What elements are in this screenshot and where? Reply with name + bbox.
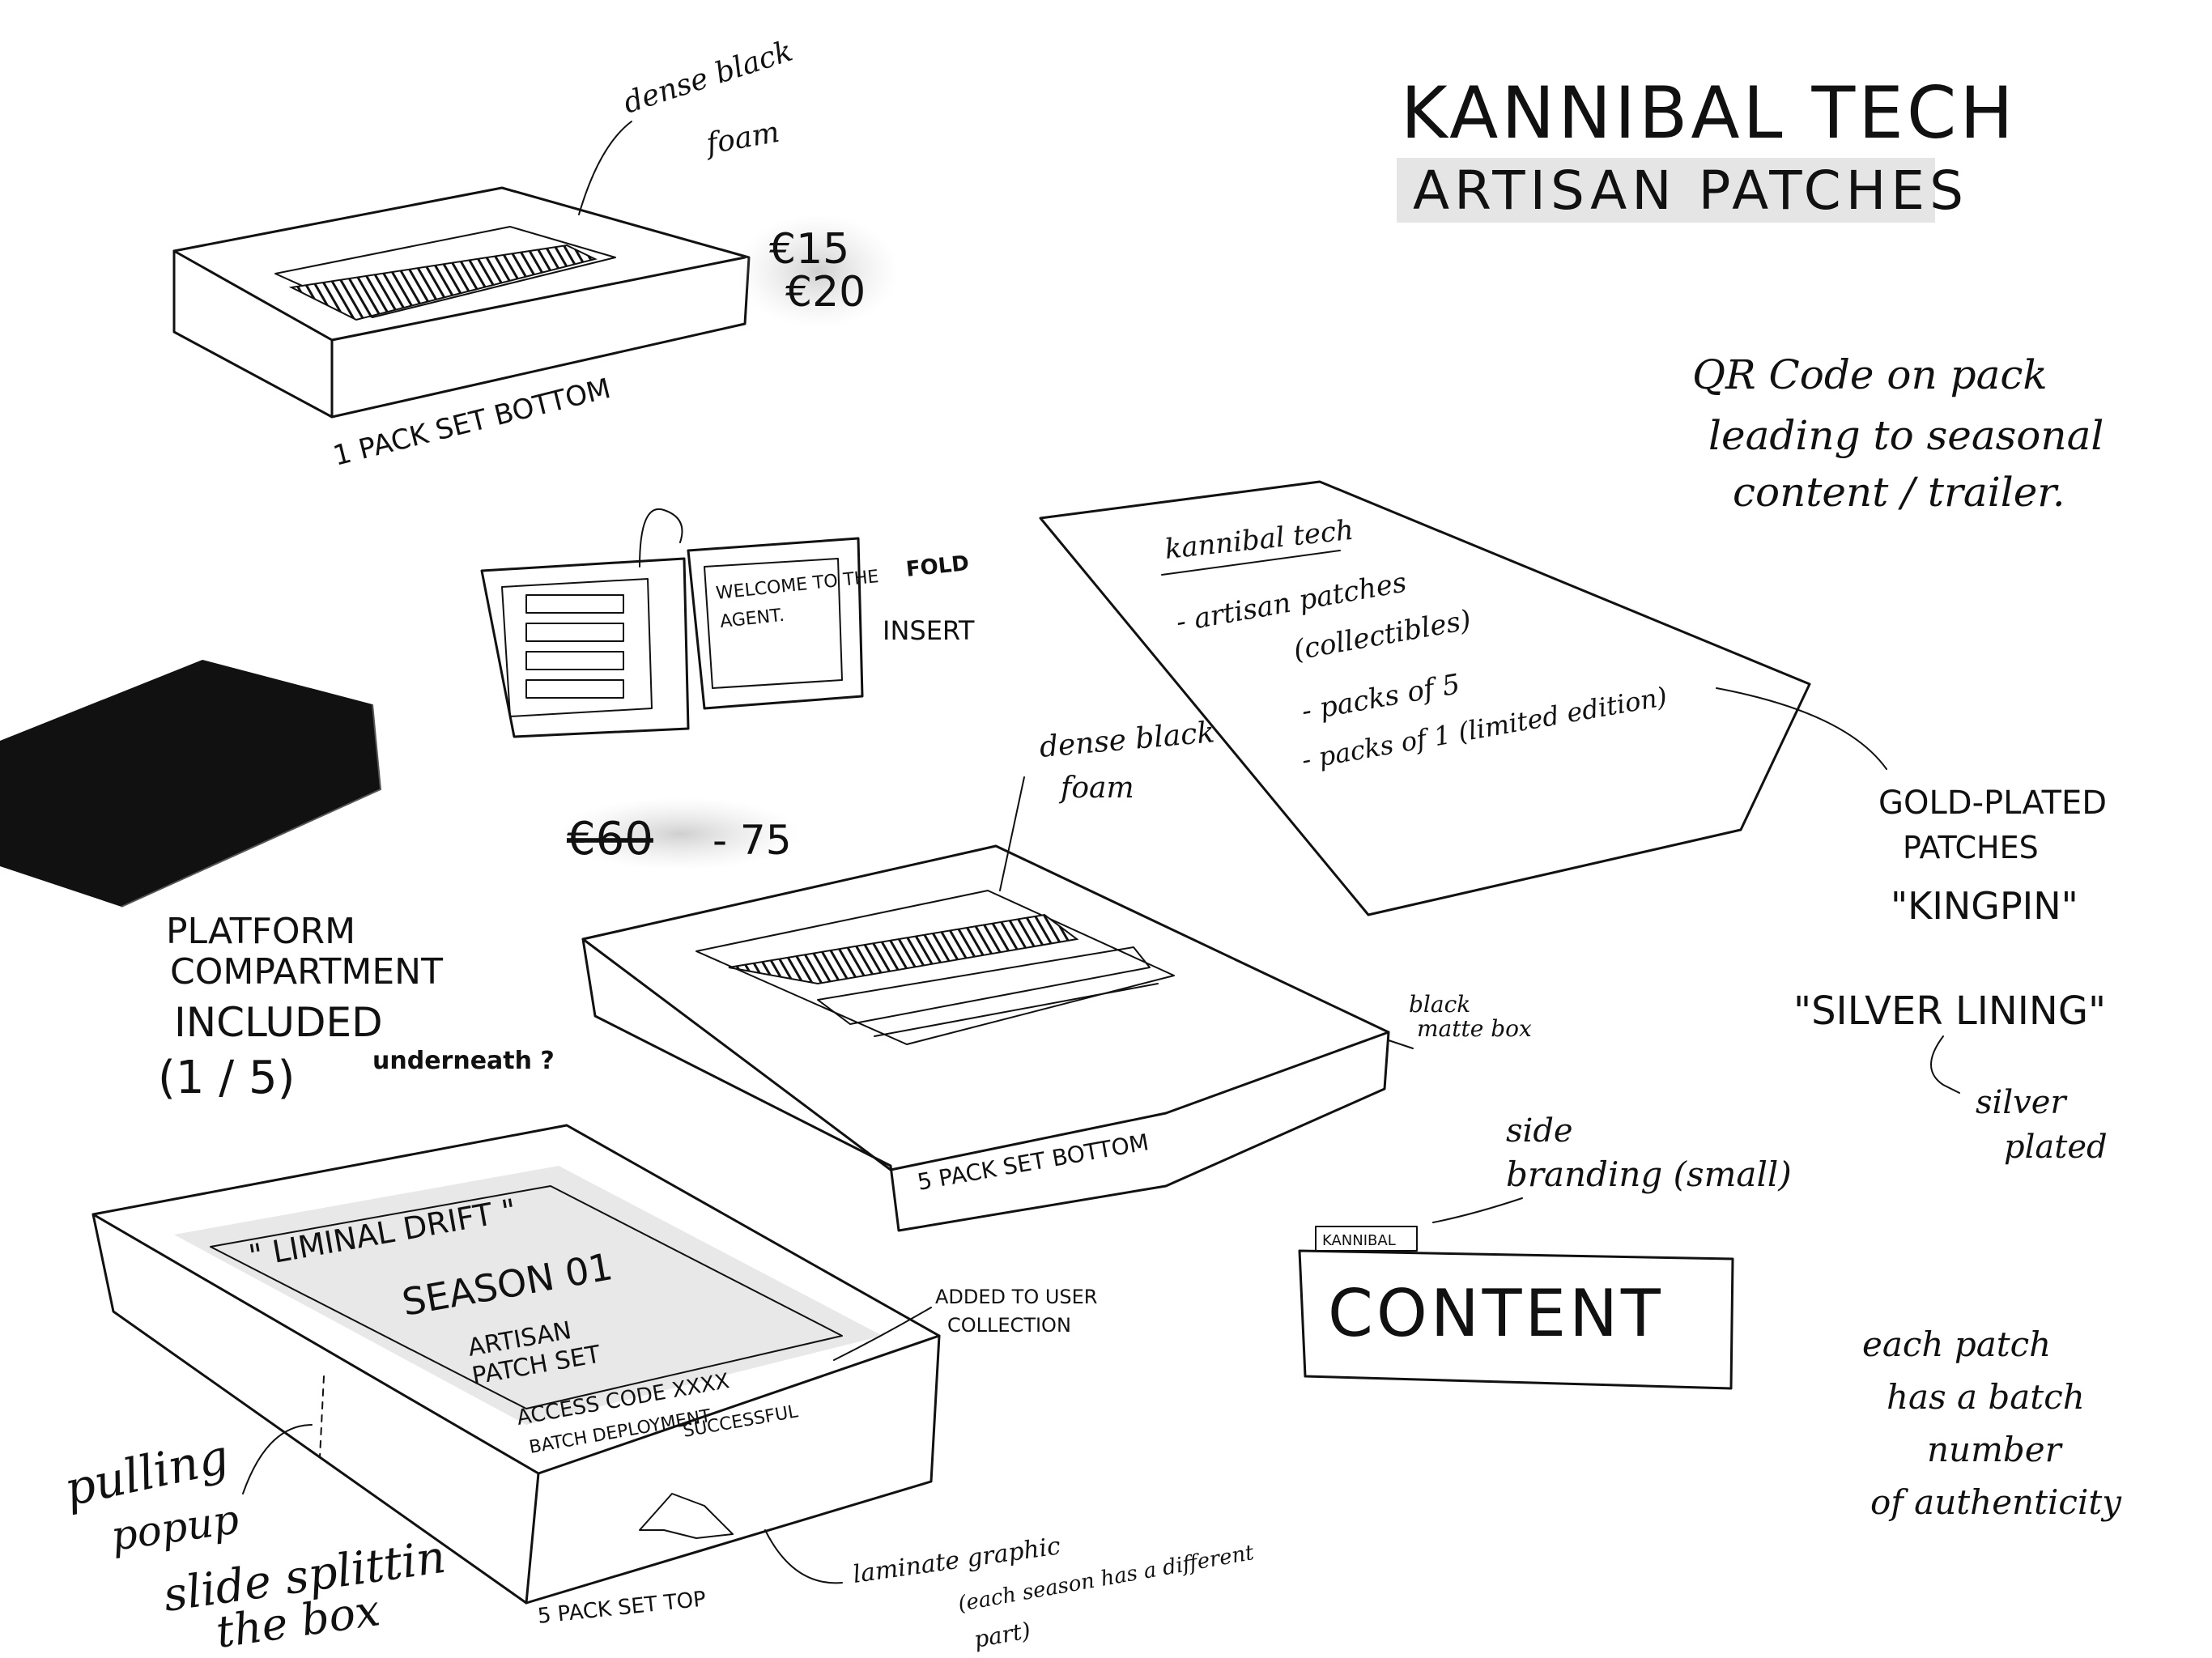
top-box-graphic-frame — [174, 1166, 883, 1425]
branding-sketch: side branding (small) KANNIBAL CONTENT — [1298, 1112, 1792, 1390]
batch-note-line1: each patch — [1862, 1324, 2051, 1364]
branding-content-box — [1298, 1249, 1734, 1390]
one-pack-foam-note-2: foam — [701, 116, 781, 162]
gold-note-line2: PATCHES — [1903, 830, 2039, 865]
insert-label: INSERT — [883, 615, 975, 646]
card-sketch: kannibal tech - artisan patches (collect… — [1039, 480, 1887, 916]
silver-note-arrow — [1930, 1035, 1960, 1094]
gold-note-line3: "KINGPIN" — [1891, 884, 2078, 928]
gold-note-line1: GOLD-PLATED — [1878, 784, 2107, 822]
batch-note: each patch has a batch number of authent… — [1862, 1324, 2122, 1522]
platform-line2: COMPARTMENT — [170, 951, 443, 993]
five-pack-foam-leader — [999, 776, 1025, 891]
branding-content-label: CONTENT — [1328, 1276, 1664, 1351]
platform-sketch: PLATFORM COMPARTMENT INCLUDED (1 / 5) un… — [0, 660, 555, 1104]
one-pack-foam-leader — [578, 121, 632, 215]
laminate-note-line3: part) — [972, 1617, 1032, 1653]
platform-note: underneath ? — [372, 1047, 555, 1075]
one-pack-foam — [288, 244, 598, 321]
top-box-added-leader — [833, 1307, 932, 1361]
silver-note-line1: "SILVER LINING" — [1793, 988, 2106, 1034]
qr-note-line3: content / trailer. — [1733, 469, 2065, 516]
branding-leader — [1432, 1197, 1523, 1223]
pulling-note-line2: popup — [108, 1495, 242, 1559]
laminate-note: laminate graphic (each season has a diff… — [764, 1529, 1256, 1653]
five-pack-foam-note-1: dense black — [1038, 716, 1216, 764]
batch-note-line3: number — [1927, 1430, 2064, 1469]
insert-right-panel — [687, 537, 864, 710]
platform-line3: INCLUDED — [174, 999, 383, 1046]
top-box-split-line — [319, 1375, 325, 1458]
one-pack-price-2: €20 — [785, 268, 866, 317]
insert-left-panel — [480, 557, 690, 738]
one-pack-foam-note-1: dense black — [619, 35, 797, 121]
insert-welcome-2: AGENT. — [719, 606, 785, 632]
platform-line4: (1 / 5) — [158, 1052, 295, 1104]
five-pack-box-note-1: black — [1409, 991, 1470, 1018]
insert-sketch: WELCOME TO THE FOLD AGENT. INSERT — [480, 508, 975, 738]
title-line1: KANNIBAL TECH — [1401, 71, 2017, 155]
branding-note-line1: side — [1506, 1112, 1573, 1150]
pulling-note: pulling popup slide splittin the box — [60, 1424, 449, 1658]
batch-note-line2: has a batch — [1887, 1377, 2085, 1417]
insert-welcome-fold: FOLD — [905, 551, 971, 582]
top-box-added-2: COLLECTION — [947, 1314, 1071, 1337]
one-pack-caption: 1 PACK SET BOTTOM — [330, 372, 615, 473]
five-pack-box-note-2: matte box — [1417, 1015, 1532, 1042]
batch-note-line4: of authenticity — [1870, 1482, 2122, 1522]
silver-note-line3: plated — [2004, 1129, 2108, 1166]
qr-note-line1: QR Code on pack — [1692, 351, 2048, 398]
five-pack-box-top — [581, 844, 1390, 1171]
card-leader — [1716, 687, 1887, 770]
silver-note: "SILVER LINING" silver plated — [1793, 988, 2108, 1166]
platform-block — [0, 660, 381, 907]
five-pack-top-sketch: " LIMINAL DRIFT " SEASON 01 ARTISAN PATC… — [91, 1124, 1097, 1629]
insert-welcome-1: WELCOME TO THE — [715, 567, 880, 604]
insert-fold-arrow — [639, 508, 683, 568]
card-header: kannibal tech — [1163, 514, 1355, 566]
qr-note: QR Code on pack leading to seasonal cont… — [1692, 351, 2104, 516]
title-block: KANNIBAL TECH ARTISAN PATCHES — [1397, 71, 2017, 223]
branding-tab — [1315, 1226, 1418, 1252]
branding-note-line2: branding (small) — [1506, 1154, 1792, 1194]
five-pack-foam-note-2: foam — [1058, 772, 1134, 805]
title-highlight — [1397, 158, 1935, 223]
pulling-note-leader — [242, 1424, 313, 1494]
five-pack-price-new: - 75 — [713, 817, 792, 864]
platform-line1: PLATFORM — [166, 911, 355, 952]
five-pack-foam — [728, 913, 1079, 985]
top-box-pull-tab — [639, 1493, 734, 1539]
laminate-leader — [764, 1529, 843, 1584]
one-pack-box-outline — [172, 186, 751, 419]
card-item2: - packs of 5 — [1300, 668, 1463, 728]
silver-note-line2: silver — [1976, 1084, 2068, 1121]
title-line2: ARTISAN PATCHES — [1413, 159, 1968, 222]
top-box-added-1: ADDED TO USER — [935, 1286, 1097, 1308]
branding-tab-label: KANNIBAL — [1322, 1232, 1396, 1249]
one-pack-box-sketch: dense black foam €15 €20 1 PACK SET BOTT… — [172, 35, 899, 473]
one-pack-price-1: €15 — [769, 225, 849, 274]
gold-note: GOLD-PLATED PATCHES "KINGPIN" — [1878, 784, 2107, 928]
five-pack-box-sides — [581, 937, 1390, 1232]
five-pack-box-sketch: €60 - 75 dense black foam black matte bo… — [559, 716, 1532, 1232]
qr-note-line2: leading to seasonal — [1708, 412, 2104, 459]
five-pack-caption: 5 PACK SET BOTTOM — [915, 1129, 1151, 1196]
card-outline — [1039, 480, 1811, 916]
five-pack-price-old: €60 — [567, 813, 653, 865]
